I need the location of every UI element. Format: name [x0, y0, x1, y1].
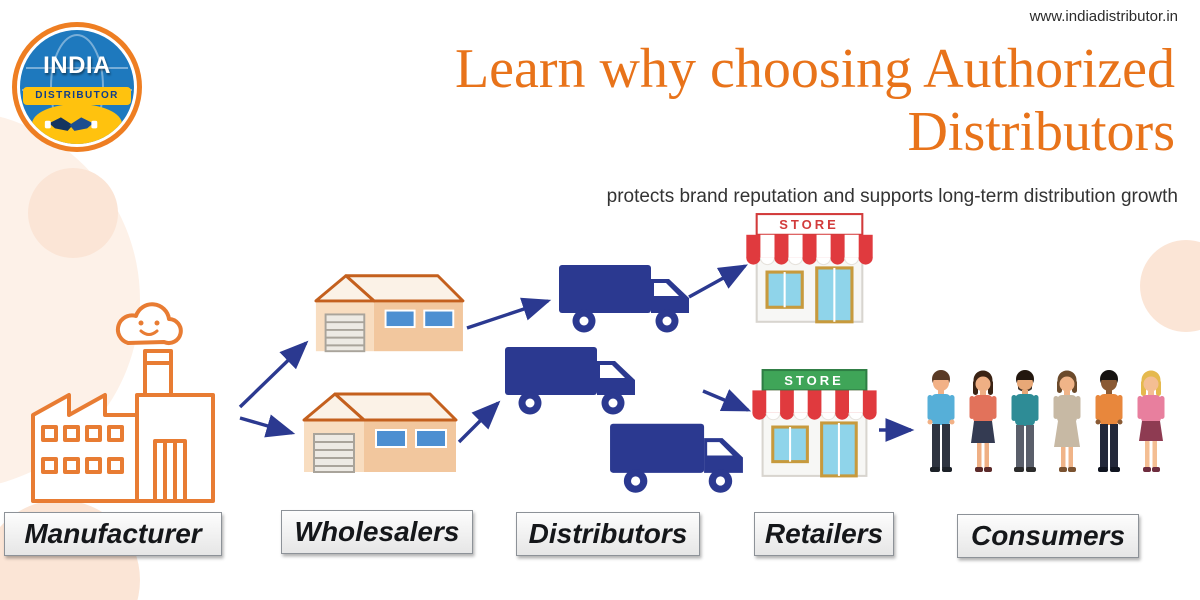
person-1 — [927, 370, 955, 472]
truck-icon-3 — [610, 423, 743, 493]
decor-circle-left — [28, 168, 118, 258]
logo-text-secondary: DISTRIBUTOR — [23, 87, 131, 105]
logo-globe: INDIA DISTRIBUTOR — [20, 30, 134, 144]
truck-icon-2 — [505, 347, 635, 415]
page-title-line1: Learn why choosing Authorized — [454, 38, 1175, 100]
brand-logo: INDIA DISTRIBUTOR — [12, 22, 142, 152]
stage-label-wholesalers: Wholesalers — [281, 510, 473, 554]
handshake-icon — [44, 117, 98, 131]
page-title-line2: Distributors — [907, 100, 1175, 163]
person-5 — [1095, 370, 1123, 472]
stage-label-distributors: Distributors — [516, 512, 700, 556]
truck-icon-1 — [559, 265, 689, 333]
person-3 — [1011, 370, 1039, 472]
website-url: www.indiadistributor.in — [1029, 8, 1178, 25]
page-title: Learn why choosing Authorized Distributo… — [455, 38, 1175, 163]
stage-label-consumers: Consumers — [957, 514, 1139, 558]
stage-label-manufacturer: Manufacturer — [4, 512, 222, 556]
store-sign-1: STORE — [779, 217, 839, 232]
person-6 — [1137, 370, 1165, 472]
logo-text-primary: INDIA — [43, 52, 111, 79]
page-subtitle: protects brand reputation and supports l… — [606, 186, 1178, 207]
stage-label-retailers: Retailers — [754, 512, 894, 556]
person-2 — [969, 370, 997, 472]
warehouse-icon-1 — [314, 274, 465, 353]
person-4 — [1053, 370, 1081, 472]
warehouse-icon-2 — [302, 392, 458, 474]
store-sign-2: STORE — [784, 373, 844, 388]
consumers-group — [921, 366, 1171, 483]
factory-icon — [31, 302, 215, 503]
